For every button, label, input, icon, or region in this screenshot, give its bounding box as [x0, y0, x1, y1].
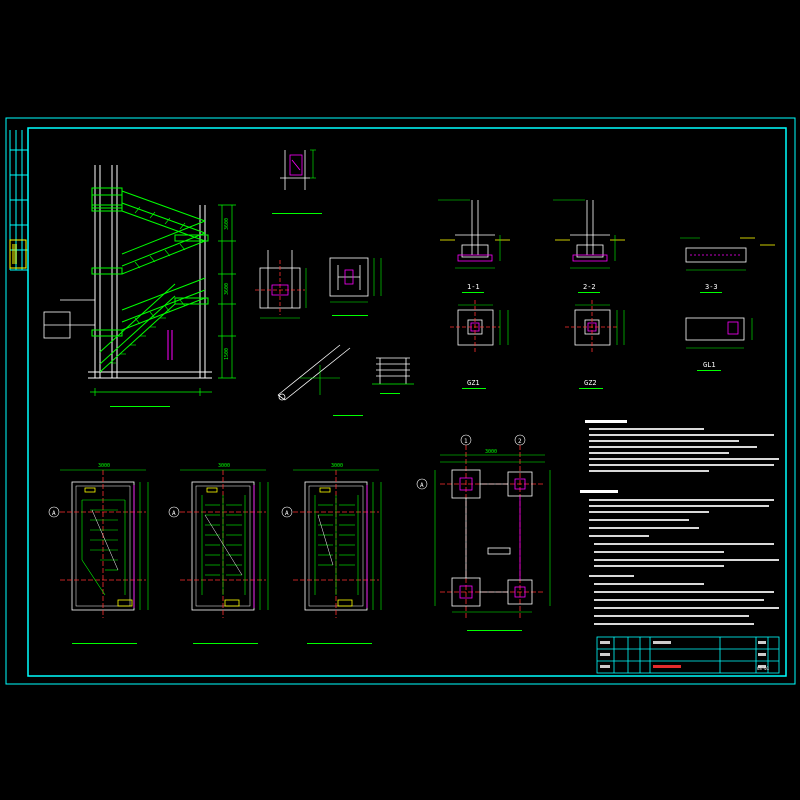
foundation-axis-label-left: A	[420, 482, 424, 489]
detail-plate-connection	[272, 149, 322, 214]
plan-b-axis-label: A	[172, 510, 176, 517]
title-block-sheet-code: GS-01	[757, 666, 770, 671]
detail-column-base	[255, 250, 307, 319]
section-1-1-underline	[462, 292, 484, 293]
general-notes-block-1	[585, 420, 779, 472]
plan-gz2-label: GZ2	[584, 379, 597, 387]
stair-plan-a	[60, 469, 149, 618]
stair-plan-b	[180, 469, 269, 618]
plan-a-axis-bubble	[48, 506, 60, 518]
title-block	[596, 636, 780, 674]
foundation-plan	[434, 445, 551, 620]
plan-c-top-dim: 3000	[331, 463, 343, 469]
drawing-frame	[5, 117, 796, 685]
foundation-axis-bubble-top-2	[514, 434, 526, 446]
plan-a-top-dim: 3000	[98, 463, 110, 469]
plan-gz1	[450, 300, 509, 352]
detail-stringer-slope	[277, 344, 363, 416]
foundation-axis-label-top-1: 1	[464, 438, 468, 445]
foundation-top-dim: 3000	[485, 449, 497, 455]
detail-railing-post	[372, 357, 414, 394]
plan-c-axis-bubble	[281, 506, 293, 518]
elevation-detail-callout	[43, 299, 95, 339]
section-1-1-label: 1-1	[467, 283, 480, 291]
elevation-dim-2: 3600	[224, 283, 230, 295]
elevation-dimension-chain	[218, 204, 236, 379]
section-2-2	[553, 199, 625, 269]
plan-gz1-underline	[462, 388, 486, 389]
foundation-axis-bubble-left	[416, 478, 428, 490]
general-notes-block-2	[580, 490, 779, 625]
detail-h-section	[329, 257, 382, 316]
foundation-title-underline	[467, 630, 522, 631]
plan-gl1-label: GL1	[703, 361, 716, 369]
plan-a-title-underline	[72, 643, 137, 644]
plan-b-top-dim: 3000	[218, 463, 230, 469]
plan-gz2	[565, 300, 625, 352]
elevation-bottom-dimension	[90, 388, 212, 396]
section-2-2-underline	[578, 292, 600, 293]
stair-columns	[88, 165, 212, 379]
stair-treads	[110, 206, 186, 364]
plan-gz1-label: GZ1	[467, 379, 480, 387]
stair-elevation-view	[43, 165, 236, 396]
elevation-dim-1: 3600	[224, 218, 230, 230]
plan-a-axis-label: A	[52, 510, 56, 517]
foundation-axis-label-top-2: 2	[518, 438, 522, 445]
stair-plan-c	[293, 469, 382, 618]
foundation-axis-bubble-top-1	[460, 434, 472, 446]
elevation-dim-3: 1500	[224, 348, 230, 360]
section-3-3	[680, 237, 775, 271]
plan-gl1	[685, 317, 753, 349]
plan-gl1-underline	[697, 370, 721, 371]
binding-strip-stamp	[9, 239, 27, 269]
section-2-2-label: 2-2	[583, 283, 596, 291]
plan-c-axis-label: A	[285, 510, 289, 517]
title-block-entries	[600, 641, 766, 668]
section-3-3-underline	[700, 292, 722, 293]
plan-c-title-underline	[307, 643, 372, 644]
section-1-1	[438, 199, 510, 269]
plan-b-axis-bubble	[168, 506, 180, 518]
plan-gz2-underline	[579, 388, 603, 389]
elevation-title-underline	[110, 406, 170, 407]
plan-b-title-underline	[193, 643, 258, 644]
section-3-3-label: 3-3	[705, 283, 718, 291]
stair-flights	[91, 187, 206, 373]
elevation-member-markers	[167, 330, 173, 360]
